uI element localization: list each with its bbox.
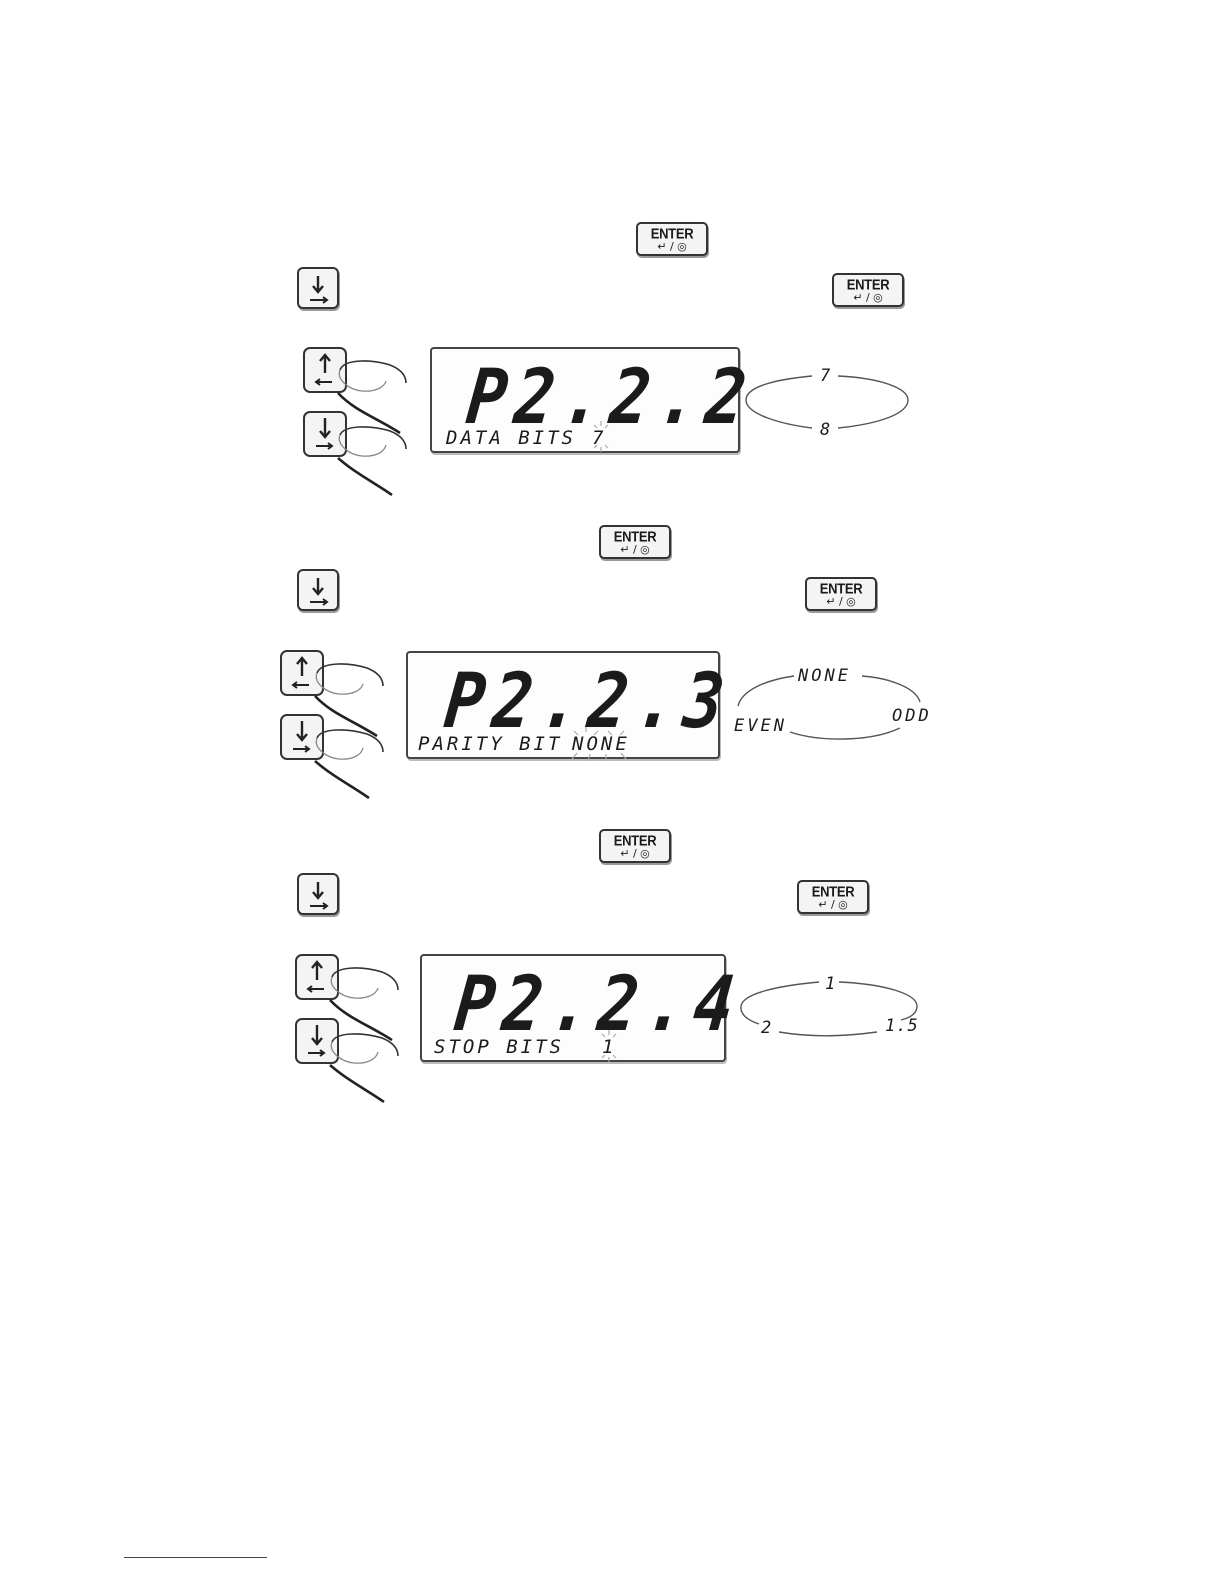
parameter-label: PARITY BIT bbox=[418, 733, 562, 755]
down-right-key-icon bbox=[297, 569, 339, 611]
blink-marks-icon bbox=[594, 1024, 624, 1066]
finger-press-illustration bbox=[300, 345, 410, 502]
finger-press-illustration bbox=[277, 648, 387, 805]
finger-press-illustration bbox=[292, 952, 402, 1109]
option-value: NONE bbox=[798, 666, 851, 686]
lcd-display: P2.2.2 DATA BITS 7 bbox=[430, 347, 740, 453]
enter-key-icon: ENTER ↵ / ◎ bbox=[599, 829, 671, 863]
lcd-display: P2.2.3 PARITY BIT NONE bbox=[406, 651, 720, 759]
parameter-label: DATA BITS bbox=[446, 427, 576, 449]
option-value: 7 bbox=[820, 366, 833, 386]
blink-marks-icon bbox=[566, 723, 636, 763]
option-value: 1.5 bbox=[885, 1016, 919, 1036]
options-cycle: 7 8 bbox=[740, 360, 915, 440]
parameter-label: STOP BITS bbox=[434, 1036, 564, 1058]
enter-key-icon: ENTER ↵ / ◎ bbox=[636, 222, 708, 256]
option-value: ODD bbox=[892, 706, 932, 726]
options-cycle: NONE ODD EVEN bbox=[730, 662, 940, 746]
footnote-separator bbox=[124, 1557, 267, 1558]
option-value: 1 bbox=[825, 974, 838, 994]
option-value: EVEN bbox=[734, 716, 787, 736]
option-value: 2 bbox=[761, 1018, 774, 1038]
enter-key-icon: ENTER ↵ / ◎ bbox=[805, 577, 877, 611]
options-cycle: 1 1.5 2 bbox=[735, 970, 925, 1042]
lcd-display: P2.2.4 STOP BITS 1 bbox=[420, 954, 726, 1062]
enter-key-icon: ENTER ↵ / ◎ bbox=[797, 880, 869, 914]
down-right-key-icon bbox=[297, 873, 339, 915]
enter-key-icon: ENTER ↵ / ◎ bbox=[599, 525, 671, 559]
enter-key-icon: ENTER ↵ / ◎ bbox=[832, 273, 904, 307]
option-value: 8 bbox=[820, 420, 833, 440]
down-right-key-icon bbox=[297, 267, 339, 309]
blink-marks-icon bbox=[586, 415, 616, 457]
